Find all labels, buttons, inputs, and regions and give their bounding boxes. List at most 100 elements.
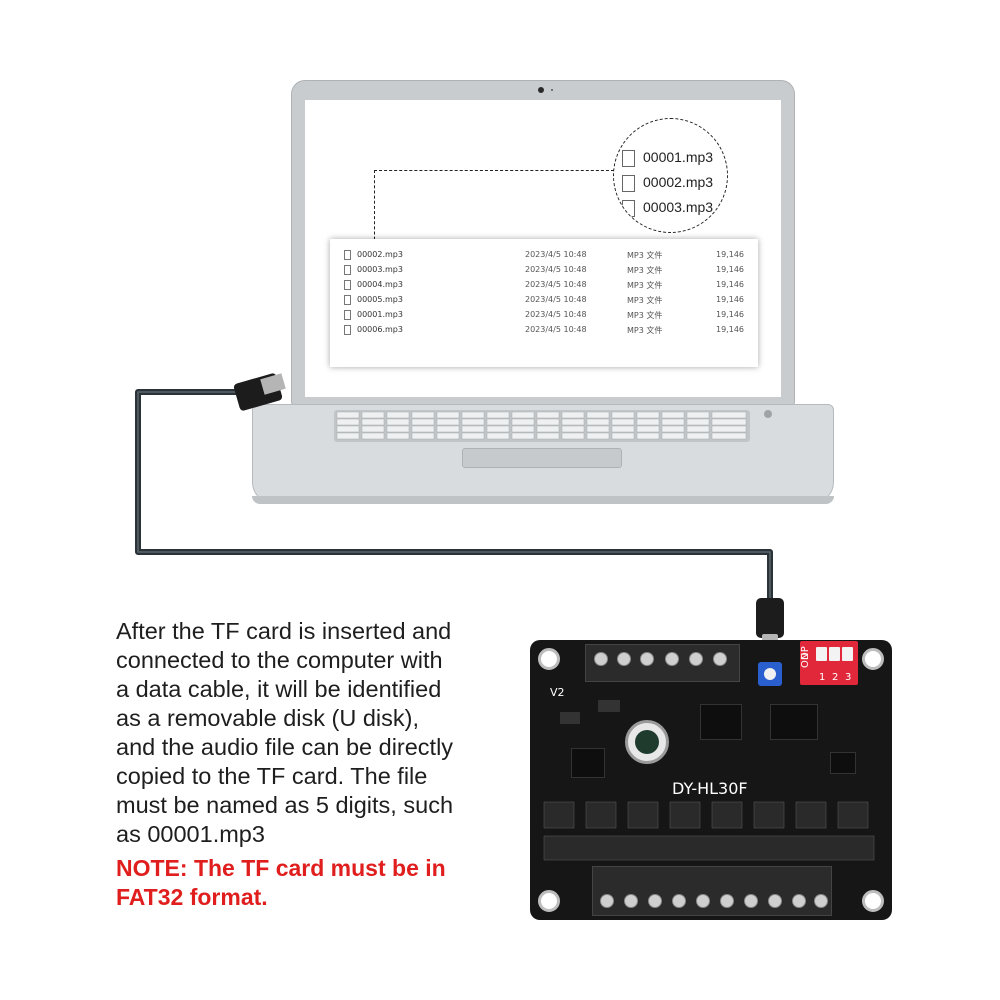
component (598, 700, 620, 712)
dip-switch-1[interactable] (816, 647, 827, 661)
screw (624, 894, 638, 908)
file-icon (622, 200, 635, 217)
file-date: 2023/4/5 10:48 (525, 310, 587, 319)
screw (713, 652, 727, 666)
file-row[interactable]: 00004.mp3 2023/4/5 10:48 MP3 文件 19,146 (330, 279, 758, 294)
file-icon (344, 250, 351, 260)
screw (672, 894, 686, 908)
file-type: MP3 文件 (627, 326, 663, 335)
format-note: NOTE: The TF card must be in FAT32 forma… (116, 854, 496, 912)
terminal-block-bottom (592, 866, 832, 916)
mounting-hole (862, 648, 884, 670)
capacitor-top (635, 730, 659, 754)
main-chip (700, 704, 742, 740)
small-chip (830, 752, 856, 774)
file-type: MP3 文件 (627, 281, 663, 290)
voltage-regulator (571, 748, 605, 778)
file-date: 2023/4/5 10:48 (525, 295, 587, 304)
file-icon (622, 150, 635, 167)
note-line: NOTE: The TF card must be in (116, 855, 446, 881)
description-line: a data cable, it will be identified (116, 676, 442, 702)
file-row[interactable]: 00006.mp3 2023/4/5 10:48 MP3 文件 19,146 (330, 324, 758, 339)
screw (744, 894, 758, 908)
screw (665, 652, 679, 666)
zoom-connector-vertical (374, 170, 375, 255)
power-button (764, 410, 772, 418)
laptop-trackpad (462, 448, 622, 468)
file-type: MP3 文件 (627, 311, 663, 320)
amplifier-chip (770, 704, 818, 740)
screw (648, 894, 662, 908)
file-size: 19,146 (716, 265, 744, 274)
file-size: 19,146 (716, 280, 744, 289)
file-row[interactable]: 00005.mp3 2023/4/5 10:48 MP3 文件 19,146 (330, 294, 758, 309)
file-name: 00002.mp3 (357, 250, 403, 259)
screw (768, 894, 782, 908)
mounting-hole (862, 890, 884, 912)
optocoupler-array (543, 801, 875, 861)
description-line: After the TF card is inserted and (116, 618, 452, 644)
laptop-keyboard (334, 410, 750, 442)
file-size: 19,146 (716, 310, 744, 319)
file-date: 2023/4/5 10:48 (525, 250, 587, 259)
dip-switch-3[interactable] (842, 647, 853, 661)
description-line: must be named as 5 digits, such (116, 792, 454, 818)
file-icon (344, 295, 351, 305)
mounting-hole (538, 890, 560, 912)
screw (594, 652, 608, 666)
screw (814, 894, 828, 908)
screw (617, 652, 631, 666)
file-name: 00001.mp3 (357, 310, 403, 319)
file-icon (344, 265, 351, 275)
dip-switch[interactable] (800, 641, 858, 685)
zoom-file-name: 00003.mp3 (643, 199, 714, 215)
file-name: 00005.mp3 (357, 295, 403, 304)
description-line: connected to the computer with (116, 647, 443, 673)
file-size: 19,146 (716, 295, 744, 304)
dip-number: 2 (832, 672, 839, 683)
description-line: copied to the TF card. The file (116, 763, 428, 789)
file-row[interactable]: 00003.mp3 2023/4/5 10:48 MP3 文件 19,146 (330, 264, 758, 279)
board-version-label: V2 (550, 686, 565, 699)
file-row[interactable]: 00002.mp3 2023/4/5 10:48 MP3 文件 19,146 (330, 249, 758, 264)
magnifier-circle: 00001.mp3 00002.mp3 00003.mp3 (613, 118, 728, 233)
screw (600, 894, 614, 908)
file-date: 2023/4/5 10:48 (525, 280, 587, 289)
file-type: MP3 文件 (627, 251, 663, 260)
dip-switch-2[interactable] (829, 647, 840, 661)
zoom-connector-horizontal (374, 170, 614, 171)
zoom-file-name: 00002.mp3 (643, 174, 714, 190)
file-size: 19,146 (716, 250, 744, 259)
screw (720, 894, 734, 908)
file-icon (344, 310, 351, 320)
file-type: MP3 文件 (627, 266, 663, 275)
file-name: 00004.mp3 (357, 280, 403, 289)
potentiometer-knob (764, 668, 776, 680)
file-explorer-list: 00002.mp3 2023/4/5 10:48 MP3 文件 19,146 0… (330, 239, 758, 367)
file-name: 00006.mp3 (357, 325, 403, 334)
screw (696, 894, 710, 908)
file-type: MP3 文件 (627, 296, 663, 305)
file-size: 19,146 (716, 325, 744, 334)
zoom-file-name: 00001.mp3 (643, 149, 714, 165)
note-line: FAT32 format. (116, 884, 268, 910)
file-row[interactable]: 00001.mp3 2023/4/5 10:48 MP3 文件 19,146 (330, 309, 758, 324)
file-icon (622, 175, 635, 192)
webcam-icon (538, 87, 544, 93)
dip-number: 3 (845, 672, 852, 683)
screw (689, 652, 703, 666)
file-name: 00003.mp3 (357, 265, 403, 274)
description-line: as a removable disk (U disk), (116, 705, 419, 731)
screw (640, 652, 654, 666)
webcam-led (551, 89, 553, 91)
description-text: After the TF card is inserted and connec… (116, 617, 516, 849)
board-model-label: DY-HL30F (672, 779, 748, 798)
file-date: 2023/4/5 10:48 (525, 265, 587, 274)
dip-number: 1 (819, 672, 826, 683)
file-icon (344, 280, 351, 290)
screw (792, 894, 806, 908)
laptop-base-edge (252, 496, 834, 504)
file-icon (344, 325, 351, 335)
description-line: and the audio file can be directly (116, 734, 454, 760)
